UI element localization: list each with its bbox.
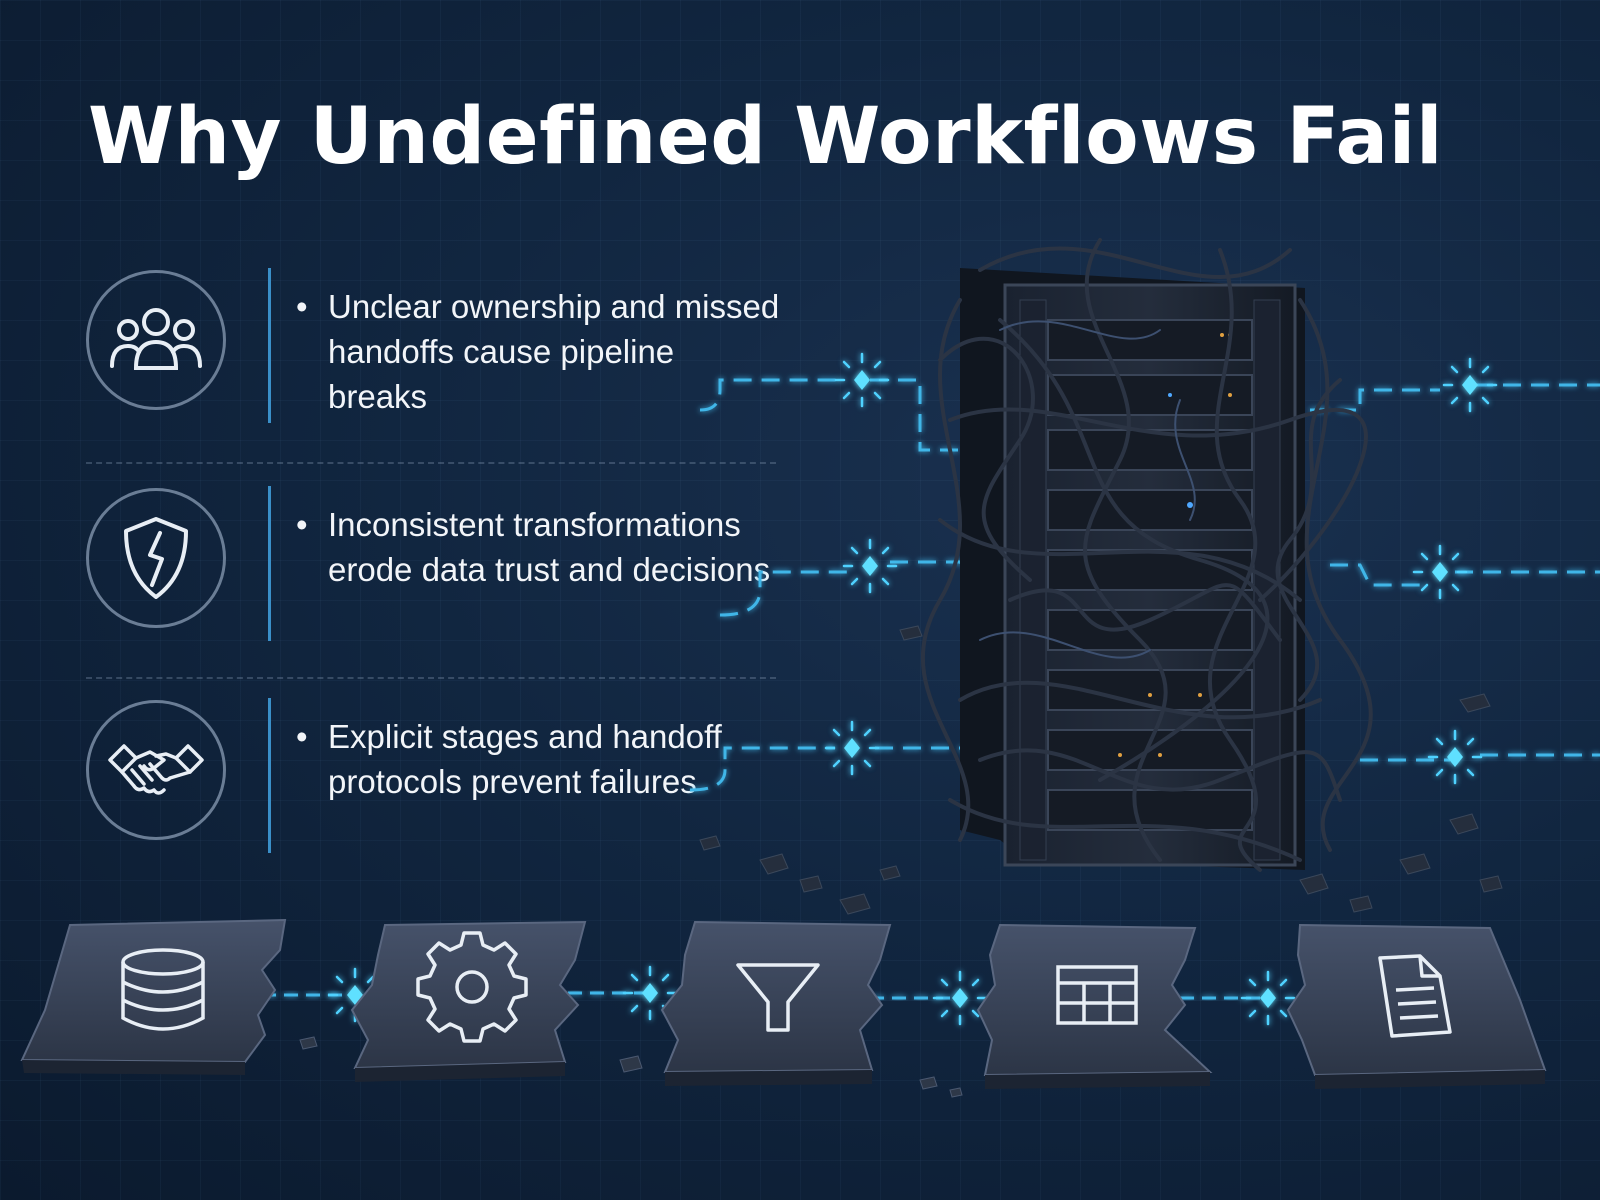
bullet-row-1: • Unclear ownership and missed handoffs … [0,268,790,440]
stage-tile-2 [350,920,587,1082]
spark-node [1412,544,1468,600]
broken-shield-icon [86,488,226,628]
people-group-icon [86,270,226,410]
bullet-3-text: Explicit stages and handoff protocols pr… [328,718,722,800]
document-icon [1378,954,1452,1038]
bullet-marker: • [296,506,308,543]
divider-2 [86,677,776,679]
bullet-1-text: Unclear ownership and missed handoffs ca… [328,288,780,415]
row-3-accent-bar [268,698,271,853]
bullet-1-text-block: • Unclear ownership and missed handoffs … [296,284,780,419]
signal-line [1310,388,1440,412]
row-1-accent-bar [268,268,271,423]
signal-line [689,746,835,792]
row-2-accent-bar [268,486,271,641]
gear-icon [416,931,528,1043]
signal-line [870,378,1010,452]
divider-1 [86,462,776,464]
bullet-2-text: Inconsistent transformations erode data … [328,506,771,588]
bullet-2-text-block: • Inconsistent transformations erode dat… [296,502,780,592]
signal-line [719,570,850,617]
spark-node [824,720,880,776]
bullet-marker: • [296,288,308,325]
stage-tile-5 [1286,923,1547,1089]
spark-node [932,970,988,1026]
spark-node [1240,970,1296,1026]
bullet-marker: • [296,718,308,755]
signal-line [699,378,840,412]
filter-funnel-icon [736,963,820,1032]
database-icon [121,948,205,1031]
handshake-icon [86,700,226,840]
tangled-cables [920,238,1373,872]
stage-tile-4 [976,923,1213,1089]
spark-node [1427,729,1483,785]
spark-node [1442,357,1498,413]
bullet-row-2: • Inconsistent transformations erode dat… [0,486,790,658]
tile-fragments [299,1036,963,1098]
bullet-row-3: • Explicit stages and handoff protocols … [0,698,790,870]
stage-tile-3 [660,920,892,1086]
signal-line [1330,563,1420,587]
table-icon [1056,965,1138,1025]
bullet-3-text-block: • Explicit stages and handoff protocols … [296,714,780,804]
page-title: Why Undefined Workflows Fail [88,92,1444,182]
rubble [699,625,1503,915]
spark-node [834,352,890,408]
stage-tile-1 [20,918,287,1075]
tangled-cables-highlight [979,320,1196,659]
spark-node [842,538,898,594]
